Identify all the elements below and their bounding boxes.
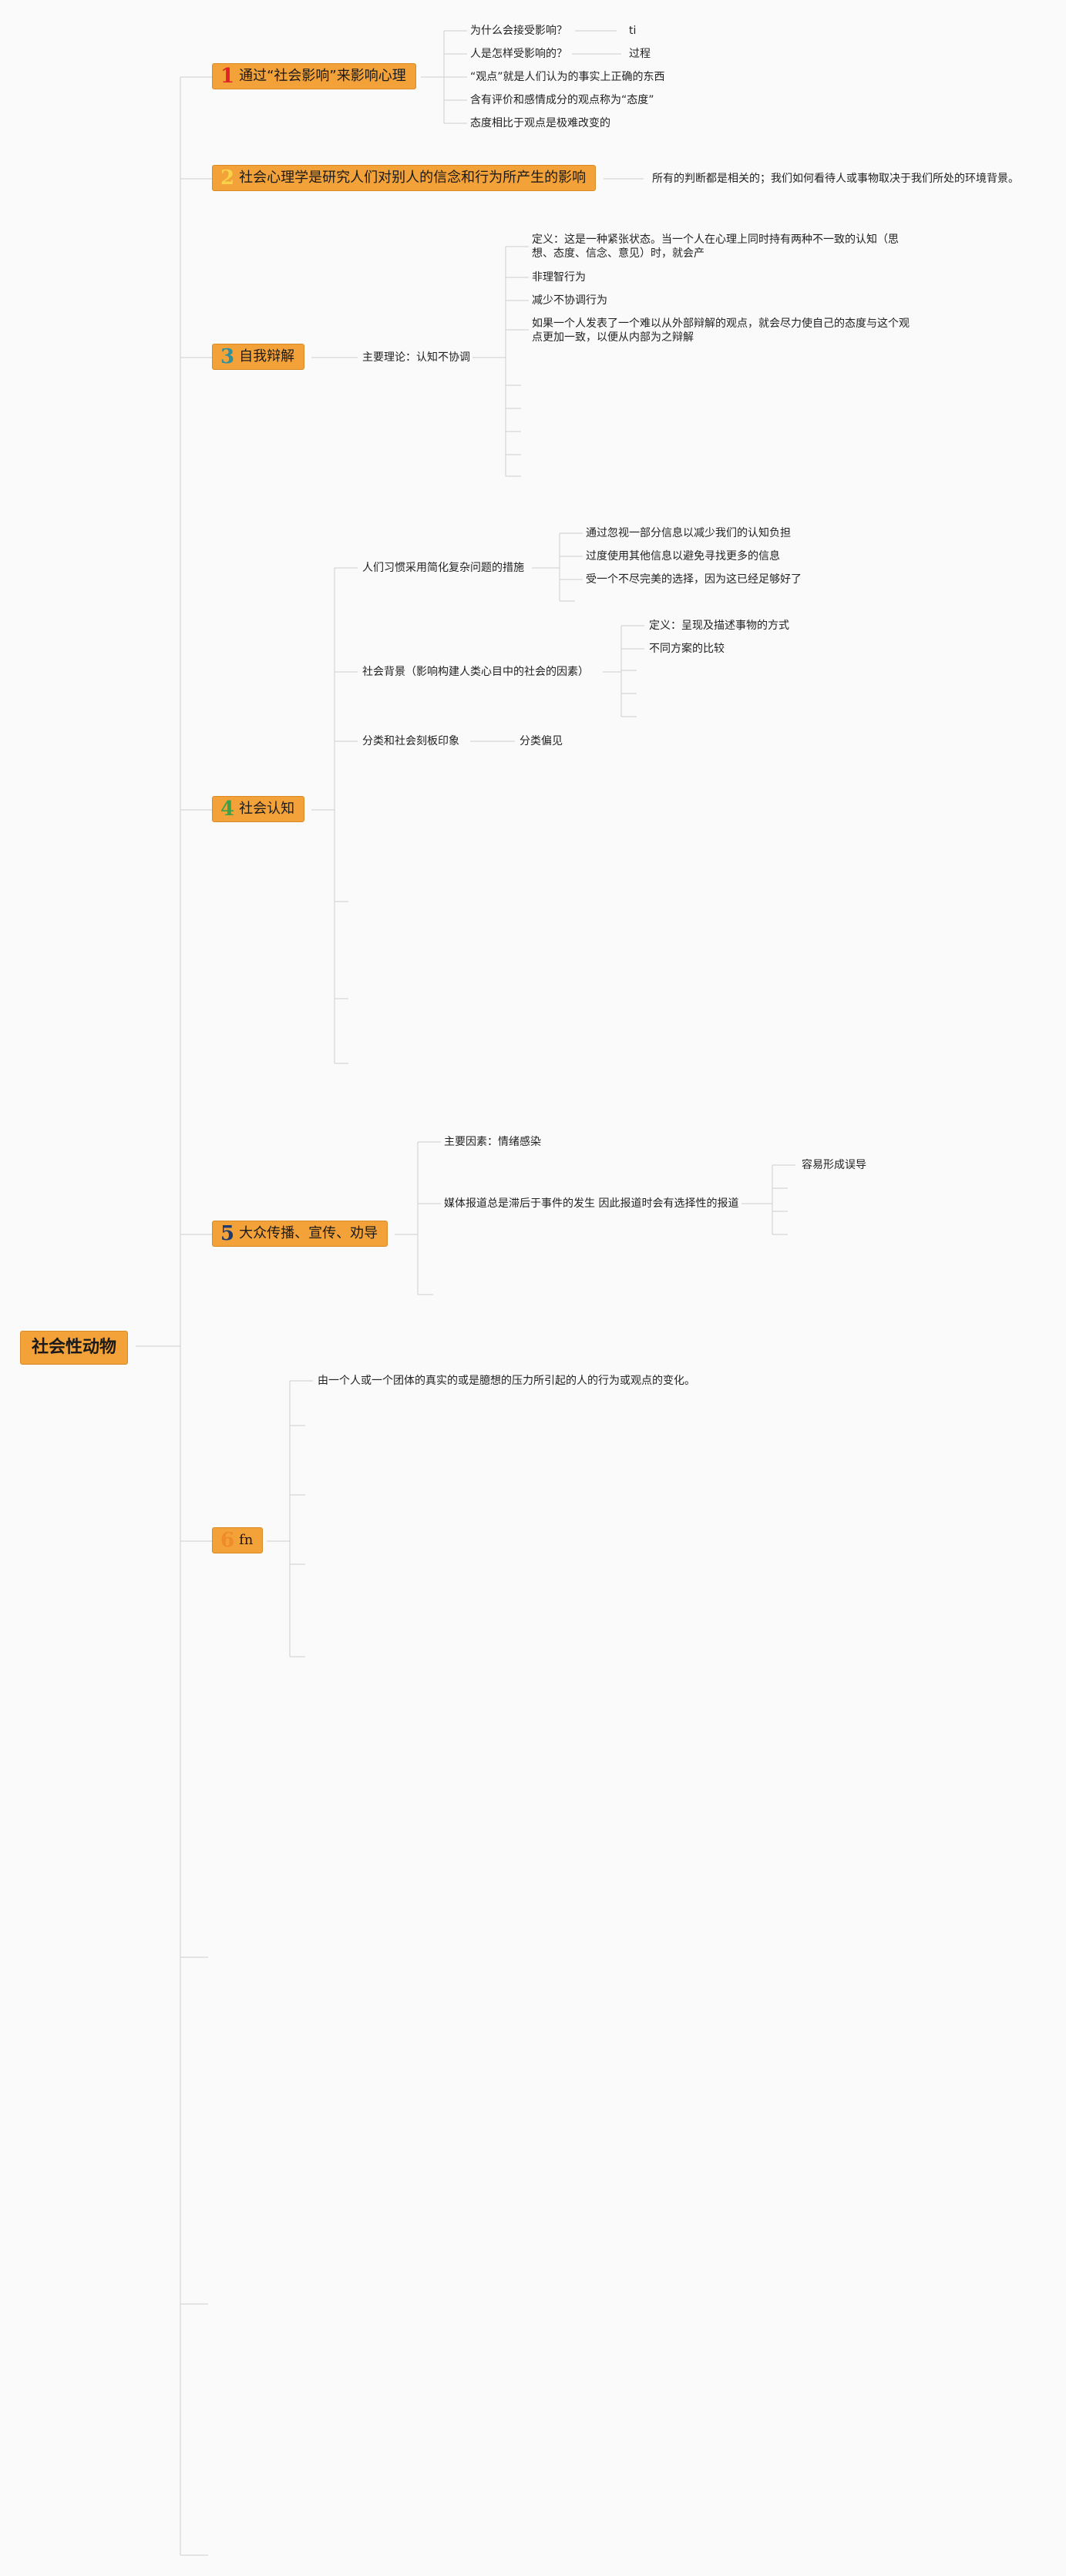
topic-1-child-1-sub[interactable]: ti bbox=[629, 25, 637, 37]
topic-3-child-3[interactable]: 减少不协调行为 bbox=[532, 294, 607, 307]
topic-4-child-2-item-1[interactable]: 定义：呈现及描述事物的方式 bbox=[649, 620, 789, 632]
topic-4-child-1-item-1[interactable]: 通过忽视一部分信息以减少我们的认知负担 bbox=[586, 527, 791, 539]
topic-4-child-1[interactable]: 人们习惯采用简化复杂问题的措施 bbox=[362, 562, 524, 574]
topic-1-number-icon: 1 bbox=[220, 65, 235, 88]
topic-2-number-icon: 2 bbox=[220, 166, 235, 190]
topic-2[interactable]: 2 社会心理学是研究人们对别人的信念和行为所产生的影响 bbox=[212, 165, 597, 191]
topic-6[interactable]: 6 fn bbox=[212, 1527, 264, 1553]
topic-3-subtopic[interactable]: 主要理论：认知不协调 bbox=[362, 351, 470, 364]
root-title: 社会性动物 bbox=[32, 1338, 117, 1357]
topic-3-title: 自我辩解 bbox=[239, 348, 295, 364]
topic-1-child-5[interactable]: 态度相比于观点是极难改变的 bbox=[470, 117, 610, 129]
topic-5-title: 大众传播、宣传、劝导 bbox=[239, 1225, 378, 1241]
topic-4-child-1-item-3[interactable]: 受一个不尽完美的选择，因为这已经足够好了 bbox=[586, 573, 802, 586]
topic-5[interactable]: 5 大众传播、宣传、劝导 bbox=[212, 1221, 388, 1247]
root-topic[interactable]: 社会性动物 bbox=[20, 1331, 129, 1365]
topic-4-title: 社会认知 bbox=[239, 801, 295, 817]
topic-1-child-2[interactable]: 人是怎样受影响的？ bbox=[470, 48, 567, 60]
topic-4-number-icon: 4 bbox=[220, 798, 235, 821]
topic-3-child-1[interactable]: 定义：这是一种紧张状态。当一个人在心理上同时持有两种不一致的认知（思想、态度、信… bbox=[532, 233, 899, 260]
topic-6-child-1[interactable]: 由一个人或一个团体的真实的或是臆想的压力所引起的人的行为或观点的变化。 bbox=[318, 1375, 695, 1387]
topic-3-number-icon: 3 bbox=[220, 345, 235, 368]
topic-3-child-4[interactable]: 如果一个人发表了一个难以从外部辩解的观点，就会尽力使自己的态度与这个观点更加一致… bbox=[532, 317, 910, 344]
topic-4-child-2-item-2[interactable]: 不同方案的比较 bbox=[649, 643, 725, 655]
topic-3[interactable]: 3 自我辩解 bbox=[212, 344, 305, 370]
topic-5-number-icon: 5 bbox=[220, 1222, 235, 1245]
topic-4-child-2[interactable]: 社会背景（影响构建人类心目中的社会的因素） bbox=[362, 666, 589, 678]
topic-5-child-2[interactable]: 媒体报道总是滞后于事件的发生 因此报道时会有选择性的报道 bbox=[444, 1197, 739, 1210]
topic-1[interactable]: 1 通过“社会影响”来影响心理 bbox=[212, 63, 416, 89]
topic-1-child-2-sub[interactable]: 过程 bbox=[629, 48, 651, 60]
topic-5-child-2-sub[interactable]: 容易形成误导 bbox=[802, 1159, 866, 1171]
topic-1-title: 通过“社会影响”来影响心理 bbox=[239, 68, 406, 84]
topic-5-child-1[interactable]: 主要因素：情绪感染 bbox=[444, 1136, 541, 1148]
topic-6-number-icon: 6 bbox=[220, 1529, 235, 1552]
topic-4-child-1-item-2[interactable]: 过度使用其他信息以避免寻找更多的信息 bbox=[586, 550, 780, 563]
topic-6-title: fn bbox=[239, 1532, 254, 1548]
topic-4[interactable]: 4 社会认知 bbox=[212, 796, 305, 822]
topic-2-title: 社会心理学是研究人们对别人的信念和行为所产生的影响 bbox=[239, 170, 587, 186]
topic-1-child-3[interactable]: “观点”就是人们认为的事实上正确的东西 bbox=[470, 71, 665, 83]
topic-4-child-3-sub[interactable]: 分类偏见 bbox=[520, 735, 563, 747]
topic-2-note[interactable]: 所有的判断都是相关的；我们如何看待人或事物取决于我们所处的环境背景。 bbox=[652, 173, 1019, 185]
topic-4-child-3[interactable]: 分类和社会刻板印象 bbox=[362, 735, 459, 747]
topic-1-child-1[interactable]: 为什么会接受影响？ bbox=[470, 25, 567, 37]
topic-1-child-4[interactable]: 含有评价和感情成分的观点称为“态度” bbox=[470, 94, 654, 106]
topic-3-child-2[interactable]: 非理智行为 bbox=[532, 271, 586, 284]
